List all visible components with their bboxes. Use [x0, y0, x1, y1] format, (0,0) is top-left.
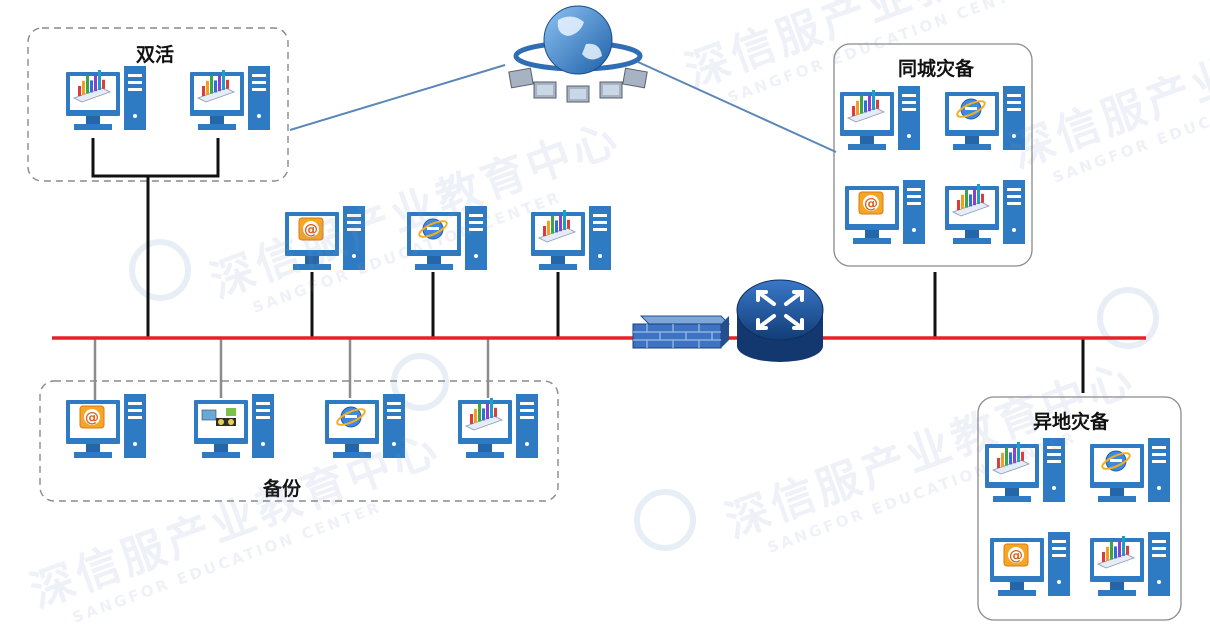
computer-icon: @	[66, 394, 146, 458]
computer-icon	[1090, 438, 1170, 502]
computer-icon	[66, 66, 146, 130]
svg-text:@: @	[1009, 548, 1023, 564]
computer-icon	[985, 438, 1065, 502]
computer-icon: @	[285, 206, 365, 270]
computer-icon	[458, 394, 538, 458]
watermark-seal	[1097, 287, 1159, 349]
wan-link-right	[637, 61, 837, 153]
browser-screen-icon	[1101, 450, 1131, 472]
chart-screen-icon	[196, 70, 236, 103]
router-icon	[736, 279, 824, 362]
globe-network-icon	[508, 5, 648, 103]
computer-icon	[190, 66, 270, 130]
tape-screen-icon	[201, 408, 236, 426]
computer-icon	[945, 180, 1025, 244]
backup-group-box	[39, 380, 559, 502]
browser-screen-icon	[418, 218, 448, 240]
watermark-seal	[391, 353, 449, 411]
email-screen-icon: @	[79, 405, 105, 429]
active-active-label: 双活	[135, 44, 175, 66]
chart-screen-icon	[951, 184, 991, 217]
browser-screen-icon	[956, 98, 986, 120]
firewall-icon	[632, 315, 731, 349]
computer-icon: @	[990, 532, 1070, 596]
remote-dr-label: 异地灾备	[1032, 411, 1110, 433]
watermark-seals	[129, 239, 1159, 551]
browser-screen-icon	[336, 406, 366, 428]
computer-icon	[325, 394, 405, 458]
svg-text:@: @	[304, 222, 318, 238]
computer-icon	[531, 206, 611, 270]
chart-screen-icon	[537, 210, 577, 243]
svg-text:@: @	[85, 410, 99, 426]
computer-icon	[945, 86, 1025, 150]
computer-icon	[840, 86, 920, 150]
chart-screen-icon	[464, 398, 504, 431]
computer-icon: @	[845, 180, 925, 244]
same-city-dr-label: 同城灾备	[897, 58, 975, 80]
chart-screen-icon	[1096, 536, 1136, 569]
chart-screen-icon	[846, 90, 886, 123]
chart-screen-icon	[72, 70, 112, 103]
backup-label: 备份	[262, 478, 302, 500]
svg-text:@: @	[864, 196, 878, 212]
active-active-group-box	[27, 27, 289, 182]
computer-icon	[194, 394, 274, 458]
email-screen-icon: @	[858, 191, 884, 215]
active-active-interconnect	[91, 138, 220, 178]
watermark-seal	[129, 239, 191, 301]
email-screen-icon: @	[1003, 543, 1029, 567]
computer-icon	[1090, 532, 1170, 596]
wan-link-left	[289, 64, 506, 131]
computer-icon	[407, 206, 487, 270]
email-screen-icon: @	[298, 217, 324, 241]
watermark-seal	[634, 489, 696, 551]
chart-screen-icon	[991, 442, 1031, 475]
